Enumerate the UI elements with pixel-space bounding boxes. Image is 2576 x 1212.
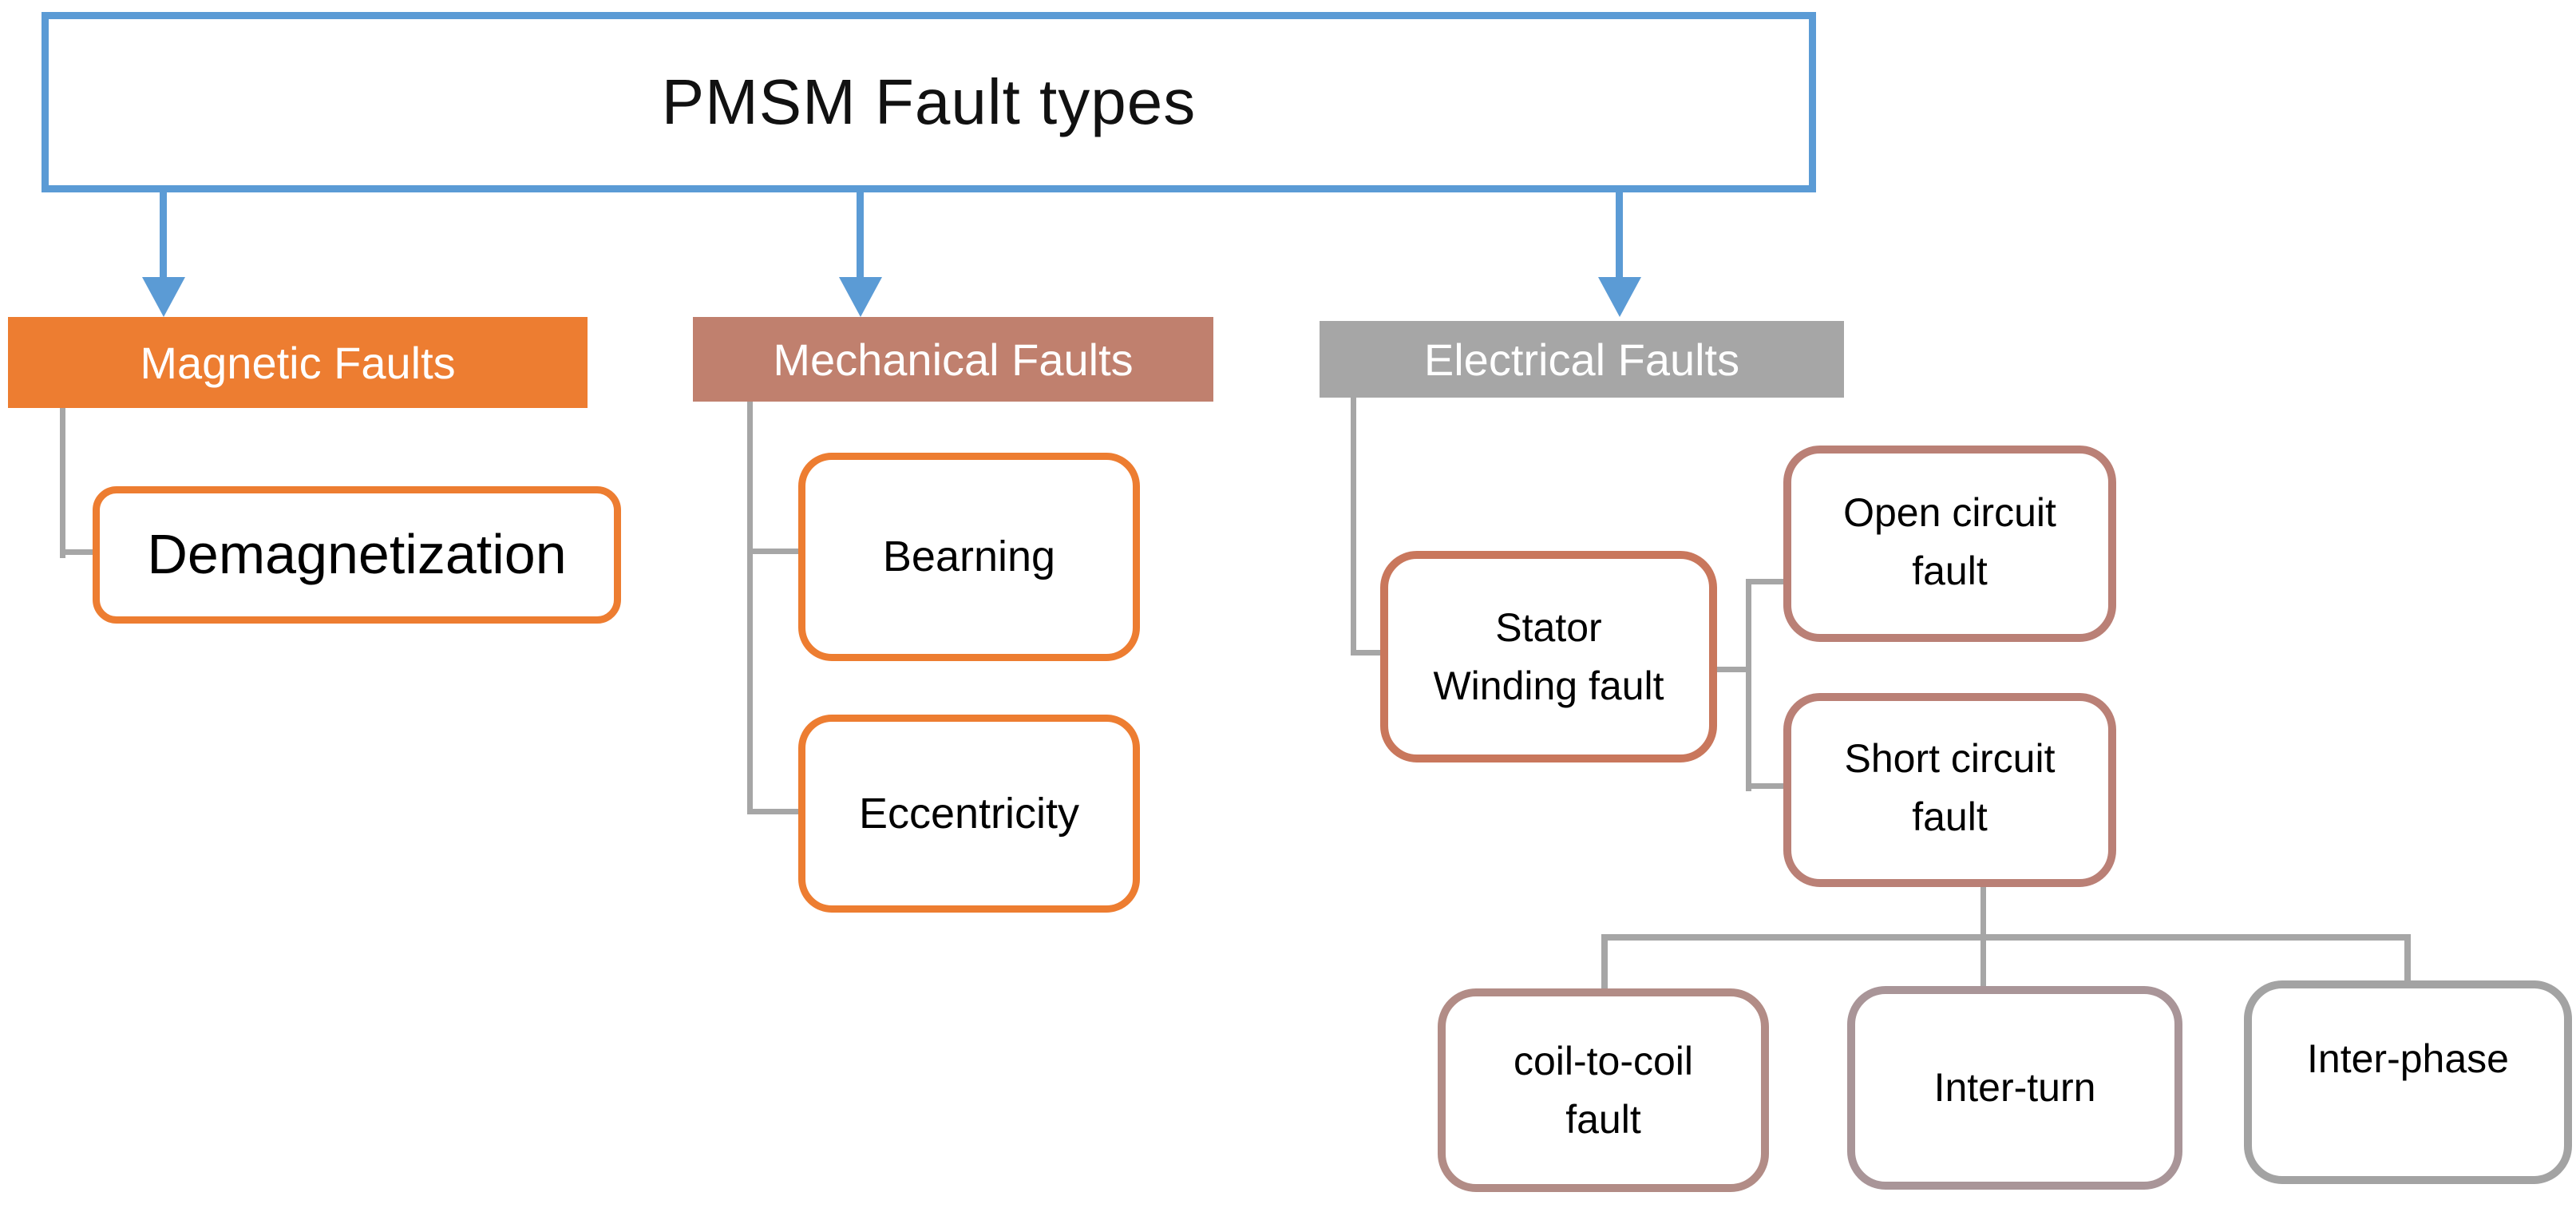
branch-label-mechanical: Mechanical Faults [773, 334, 1134, 385]
branch-node-mechanical-faults: Mechanical Faults [693, 317, 1213, 402]
node-bearning: Bearning [798, 453, 1140, 661]
node-label-inter-turn: Inter-turn [1933, 1065, 2096, 1111]
arrow-shaft-electrical [1616, 192, 1623, 279]
connector-stator-out [1717, 667, 1751, 672]
connector-magnetic-vertical [60, 408, 65, 558]
connector-mechanical-to-eccentricity [747, 809, 803, 814]
diagram-title: PMSM Fault types [661, 66, 1197, 137]
node-label-open-circuit-fault: Open circuit fault [1843, 490, 2056, 593]
connector-electrical-vertical [1351, 398, 1356, 656]
root-node-pmsm-fault-types: PMSM Fault types [42, 12, 1816, 192]
connector-stub-coil-to-coil [1601, 934, 1608, 990]
branch-node-electrical-faults: Electrical Faults [1320, 321, 1844, 398]
node-short-circuit-fault: Short circuit fault [1783, 693, 2116, 887]
branch-label-magnetic: Magnetic Faults [140, 337, 456, 388]
node-coil-to-coil-fault: coil-to-coil fault [1438, 988, 1769, 1192]
node-stator-winding-fault: Stator Winding fault [1380, 551, 1717, 762]
node-open-circuit-fault: Open circuit fault [1783, 446, 2116, 642]
connector-to-short-circuit [1746, 783, 1787, 789]
connector-bottom-bar [1601, 934, 2411, 941]
connector-stator-children-vertical [1746, 579, 1751, 791]
arrow-shaft-magnetic [160, 192, 167, 279]
arrow-shaft-mechanical [857, 192, 864, 279]
connector-short-circuit-drop [1980, 887, 1986, 940]
branch-node-magnetic-faults: Magnetic Faults [8, 317, 588, 408]
connector-electrical-to-stator [1351, 650, 1387, 656]
connector-stub-inter-turn [1980, 939, 1986, 988]
arrow-head-icon-electrical [1598, 277, 1641, 317]
node-demagnetization: Demagnetization [93, 486, 621, 624]
node-label-demagnetization: Demagnetization [147, 523, 567, 586]
node-inter-phase: Inter-phase [2244, 980, 2572, 1184]
arrow-head-icon-magnetic [142, 277, 185, 317]
node-label-stator-winding-fault: Stator Winding fault [1433, 605, 1664, 708]
node-label-short-circuit-fault: Short circuit fault [1844, 736, 2056, 839]
node-label-coil-to-coil-fault: coil-to-coil fault [1513, 1039, 1694, 1142]
node-label-bearning: Bearning [882, 533, 1056, 581]
node-eccentricity: Eccentricity [798, 715, 1140, 913]
arrow-head-icon-mechanical [839, 277, 882, 317]
connector-mechanical-to-bearning [747, 549, 803, 554]
node-label-eccentricity: Eccentricity [858, 789, 1080, 838]
connector-magnetic-to-demagnetization [60, 549, 98, 555]
connector-to-open-circuit [1746, 579, 1787, 584]
branch-label-electrical: Electrical Faults [1423, 334, 1740, 385]
node-inter-turn: Inter-turn [1847, 986, 2182, 1190]
connector-stub-inter-phase [2404, 934, 2411, 982]
node-label-inter-phase: Inter-phase [2307, 1036, 2509, 1081]
connector-mechanical-vertical [747, 402, 753, 814]
